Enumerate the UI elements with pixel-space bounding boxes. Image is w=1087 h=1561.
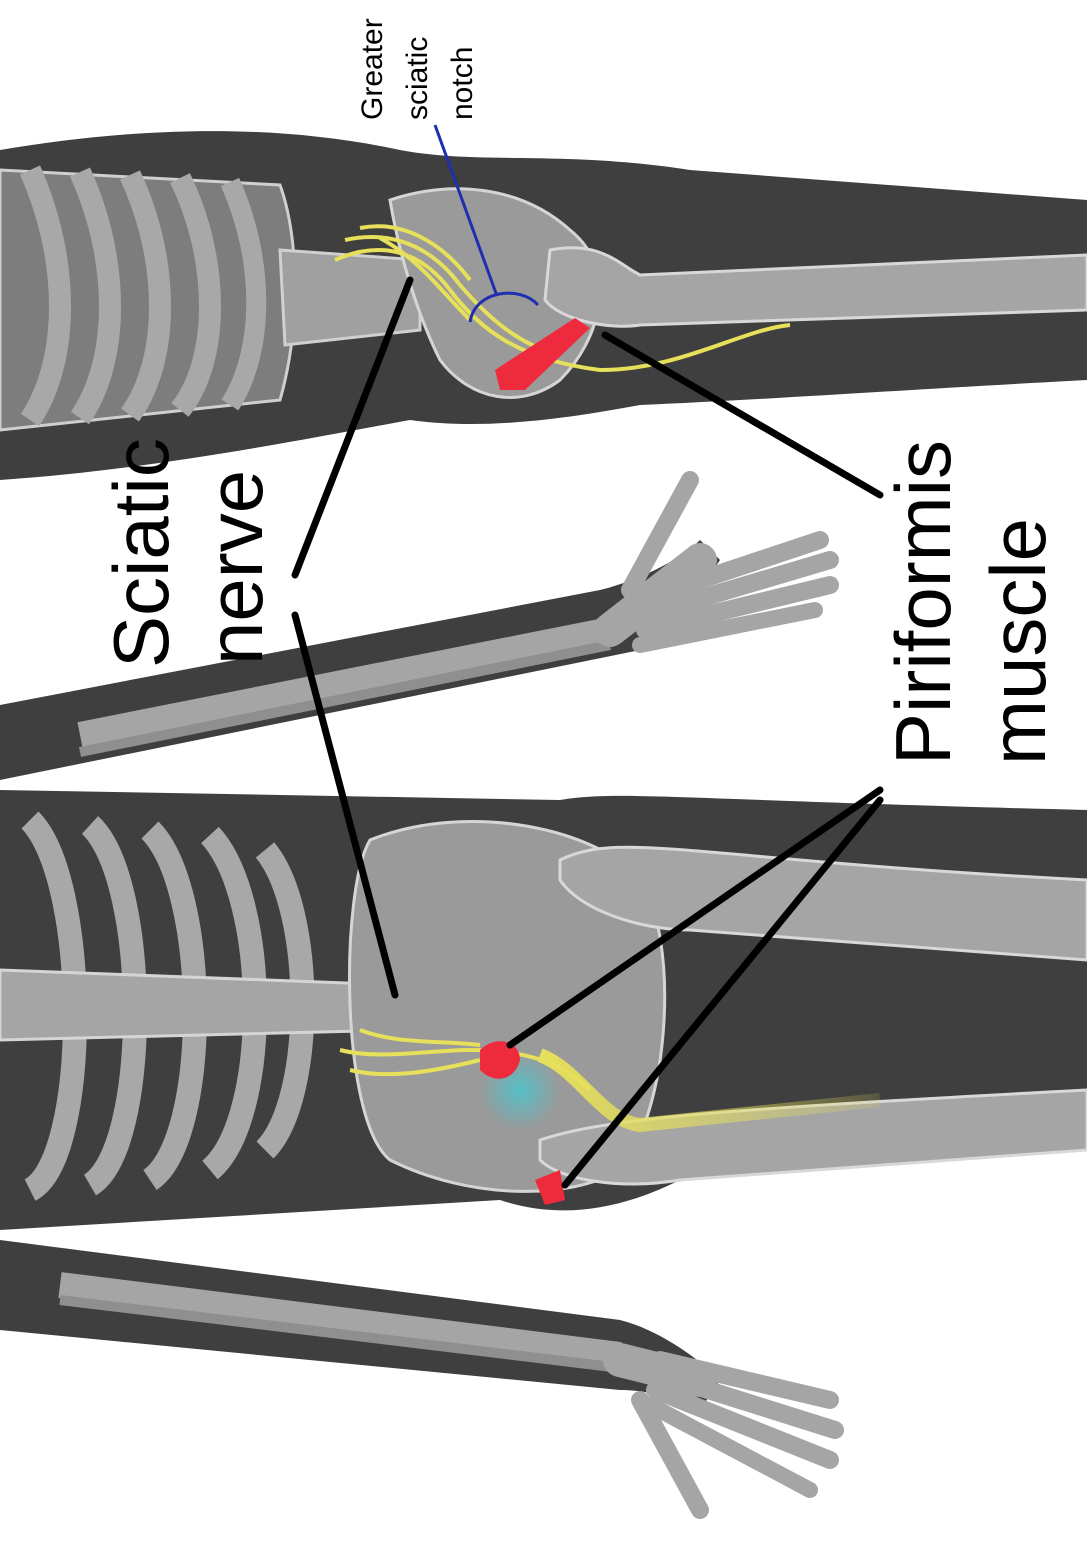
notch-label-line2: sciatic xyxy=(401,37,434,120)
lower-arm xyxy=(0,1240,835,1510)
middle-hand xyxy=(610,480,830,645)
side-lumbar-spine xyxy=(280,250,420,345)
piriformis-label-line1: Piriformis xyxy=(879,440,967,765)
sciatic-label-line2: nerve xyxy=(191,470,279,665)
sciatic-label-line1: Sciatic xyxy=(97,438,185,668)
side-ribcage xyxy=(0,170,295,430)
side-view-figure xyxy=(0,125,1087,480)
lower-hand xyxy=(620,1360,835,1510)
notch-label-line1: Greater xyxy=(356,18,389,120)
back-view-figure xyxy=(0,790,1087,1230)
piriformis-label-line2: muscle xyxy=(974,518,1062,765)
notch-label-line3: notch xyxy=(446,47,479,120)
